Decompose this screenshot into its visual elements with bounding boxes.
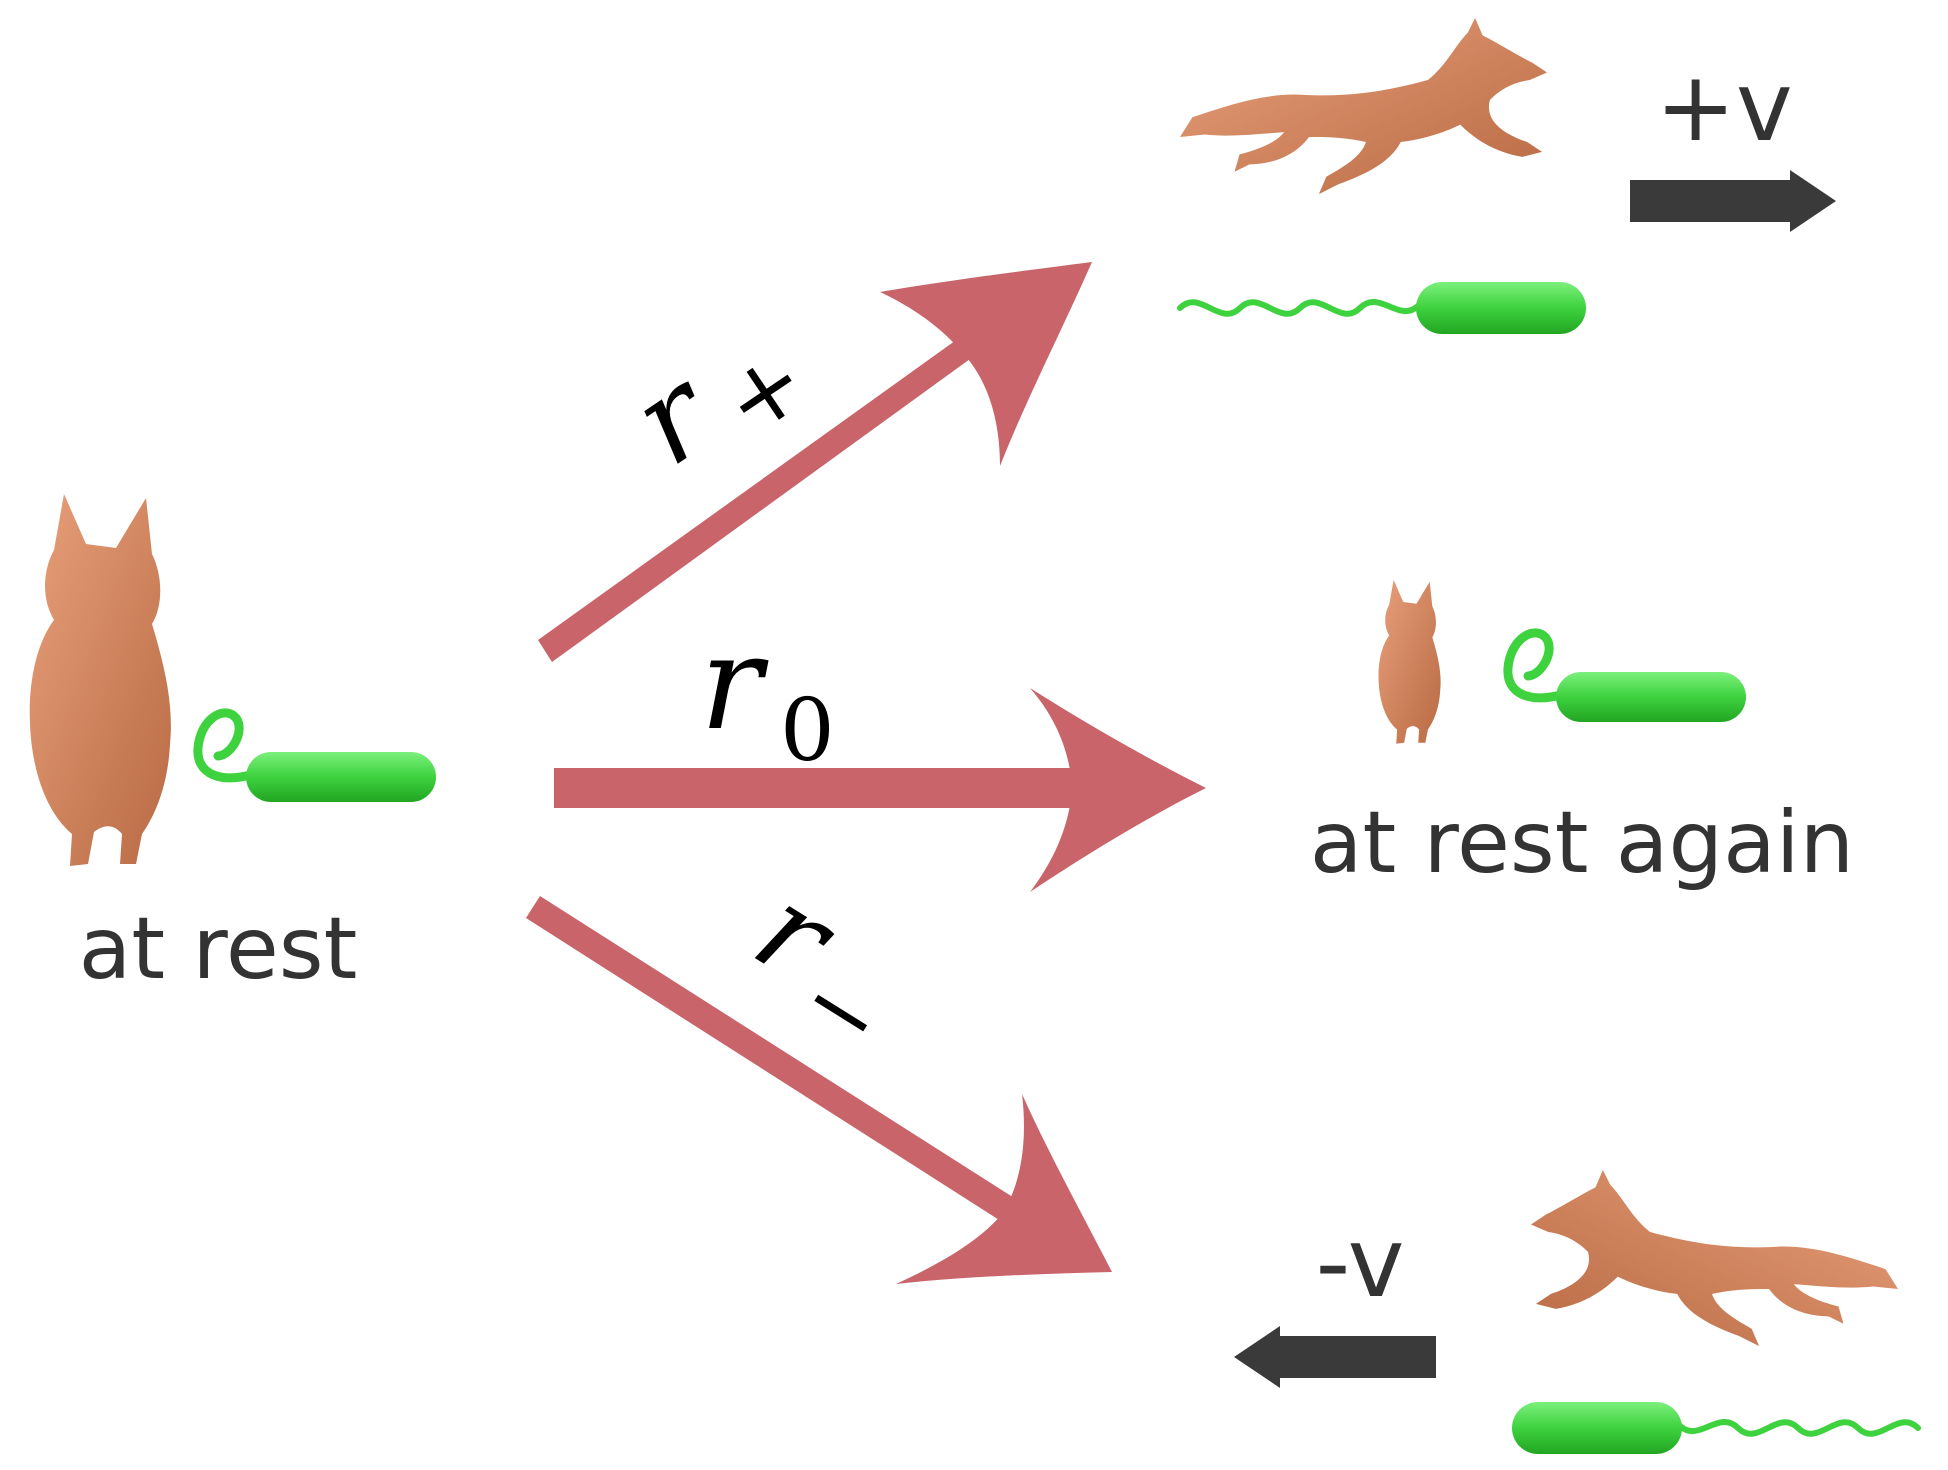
bacterium-icon xyxy=(1512,1402,1918,1454)
state-label-at-rest-again: at rest again xyxy=(1310,793,1854,893)
transition-arrow-plus xyxy=(538,262,1092,662)
dog-icon xyxy=(1180,18,1548,195)
dog-icon xyxy=(29,494,171,866)
bacterium-icon xyxy=(1180,282,1586,334)
transition-arrow-zero xyxy=(554,688,1206,892)
velocity-label-minus: -v xyxy=(1316,1207,1405,1319)
velocity-label-plus: +v xyxy=(1655,51,1792,163)
bacterium-icon xyxy=(198,713,436,802)
state-label-at-rest: at rest xyxy=(79,899,358,999)
svg-text:r: r xyxy=(700,607,769,759)
bacterium-icon xyxy=(1508,633,1746,722)
rate-label-zero: r 0 xyxy=(700,607,835,781)
transition-arrow-minus xyxy=(526,896,1112,1284)
dog-icon xyxy=(1530,1170,1898,1347)
svg-text:+: + xyxy=(702,326,826,458)
dog-icon xyxy=(1378,580,1441,744)
svg-text:0: 0 xyxy=(780,681,835,781)
velocity-arrow-plus xyxy=(1630,170,1836,232)
velocity-arrow-minus xyxy=(1234,1326,1436,1388)
